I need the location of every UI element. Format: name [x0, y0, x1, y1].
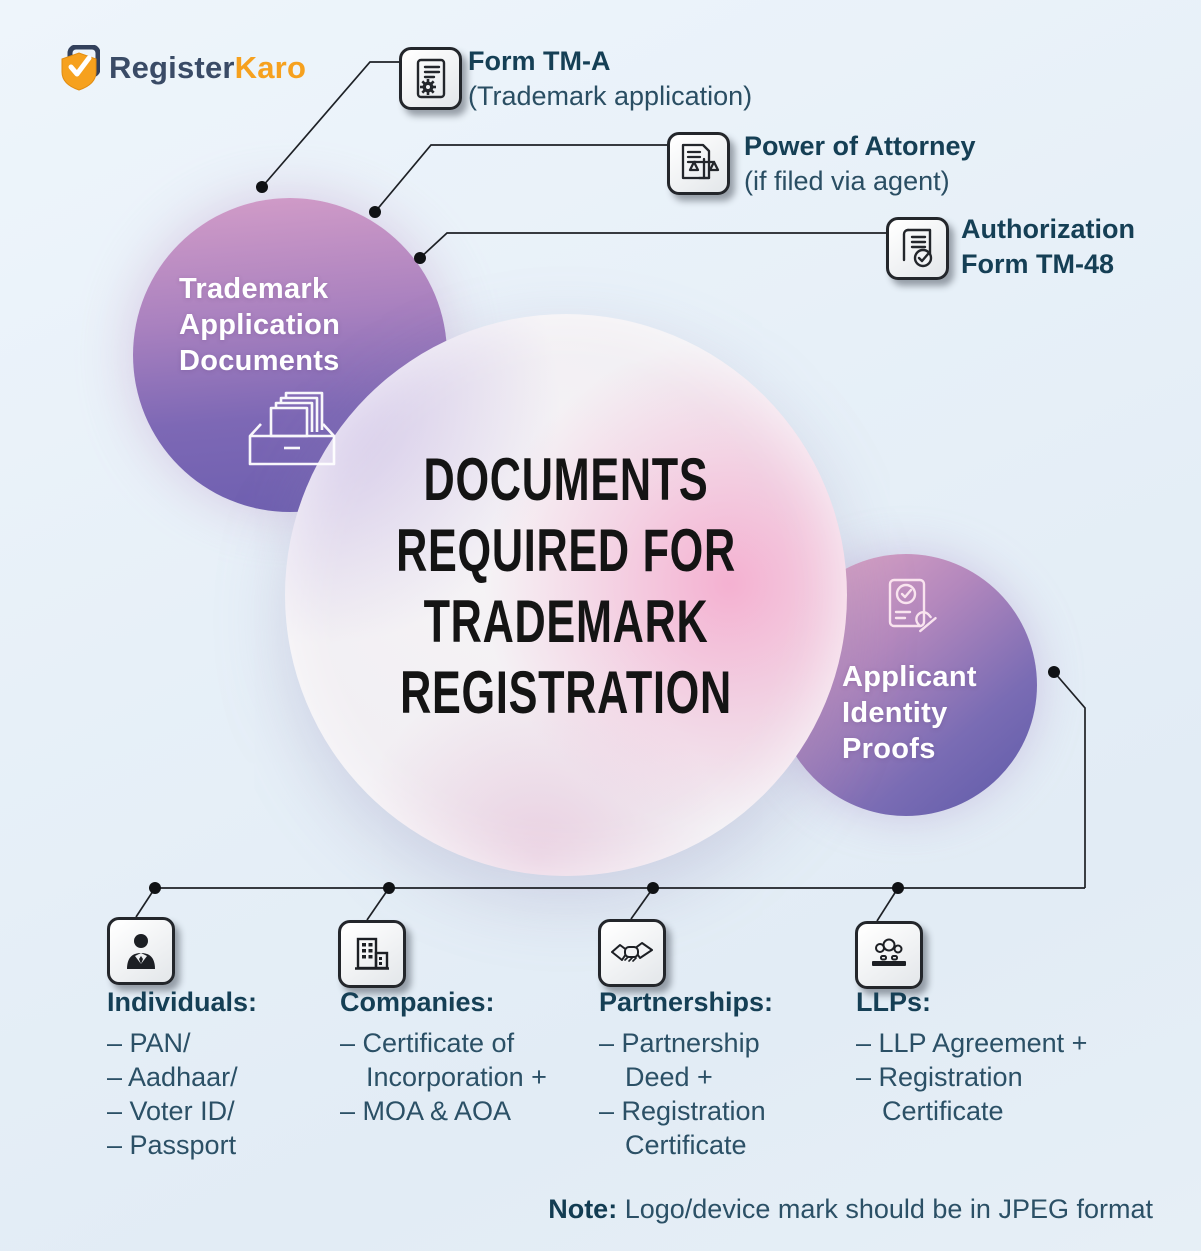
note: Note: Logo/device mark should be in JPEG…: [548, 1194, 1153, 1225]
note-label: Note:: [548, 1194, 618, 1224]
handshake-icon: [598, 919, 666, 987]
person-icon: [107, 917, 175, 985]
callout-form-tma: Form TM-A (Trademark application): [468, 44, 752, 114]
category-item: – PAN/: [107, 1028, 191, 1058]
category-companies: Companies: – Certificate of Incorporatio…: [340, 986, 590, 1128]
callout-power-of-attorney: Power of Attorney (if filed via agent): [744, 129, 976, 199]
brand-register: Register: [109, 50, 235, 85]
category-item: – Registration Certificate: [856, 1062, 1023, 1126]
callout-title: Power of Attorney: [744, 131, 976, 161]
document-gear-icon: [399, 47, 462, 110]
people-desk-icon: [855, 921, 923, 989]
brand-karo: Karo: [234, 50, 307, 85]
stamped-id-document-icon: [888, 578, 937, 633]
inbox-documents-icon: [248, 391, 336, 466]
callout-title: Authorization Form TM-48: [961, 214, 1135, 279]
category-individuals: Individuals: – PAN/ – Aadhaar/ – Voter I…: [107, 986, 357, 1162]
category-title: Partnerships:: [599, 987, 774, 1017]
category-item: – Aadhaar/: [107, 1062, 238, 1092]
callout-subtitle: (if filed via agent): [744, 166, 950, 196]
center-glass-circle: [285, 314, 847, 876]
category-item: – Voter ID/: [107, 1096, 235, 1126]
document-scales-icon: [667, 132, 730, 195]
category-item: – MOA & AOA: [340, 1096, 512, 1126]
bubble-right-label: Applicant Identity Proofs: [842, 661, 977, 765]
document-check-icon: [886, 217, 949, 280]
page-title: DOCUMENTS REQUIRED FOR TRADEMARK REGISTR…: [396, 446, 736, 726]
category-item: – LLP Agreement +: [856, 1028, 1088, 1058]
category-title: LLPs:: [856, 987, 932, 1017]
category-item: – Passport: [107, 1130, 237, 1160]
callout-authorization-tm48: Authorization Form TM-48: [961, 212, 1135, 282]
shield-check-icon: [61, 45, 100, 91]
category-title: Individuals:: [107, 987, 258, 1017]
callout-subtitle: (Trademark application): [468, 81, 753, 111]
note-text: Logo/device mark should be in JPEG forma…: [624, 1194, 1153, 1224]
category-llps: LLPs: – LLP Agreement + – Registration C…: [856, 986, 1106, 1128]
category-item: – Registration Certificate: [599, 1096, 766, 1160]
brand-name: RegisterKaro: [109, 50, 306, 86]
category-item: – Certificate of Incorporation +: [340, 1028, 547, 1092]
category-title: Companies:: [340, 987, 495, 1017]
brand-logo: RegisterKaro: [58, 45, 306, 91]
category-partnerships: Partnerships: – Partnership Deed + – Reg…: [599, 986, 849, 1162]
bubble-left-label: Trademark Application Documents: [179, 273, 341, 377]
callout-title: Form TM-A: [468, 46, 611, 76]
building-icon: [338, 920, 406, 988]
category-item: – Partnership Deed +: [599, 1028, 760, 1092]
